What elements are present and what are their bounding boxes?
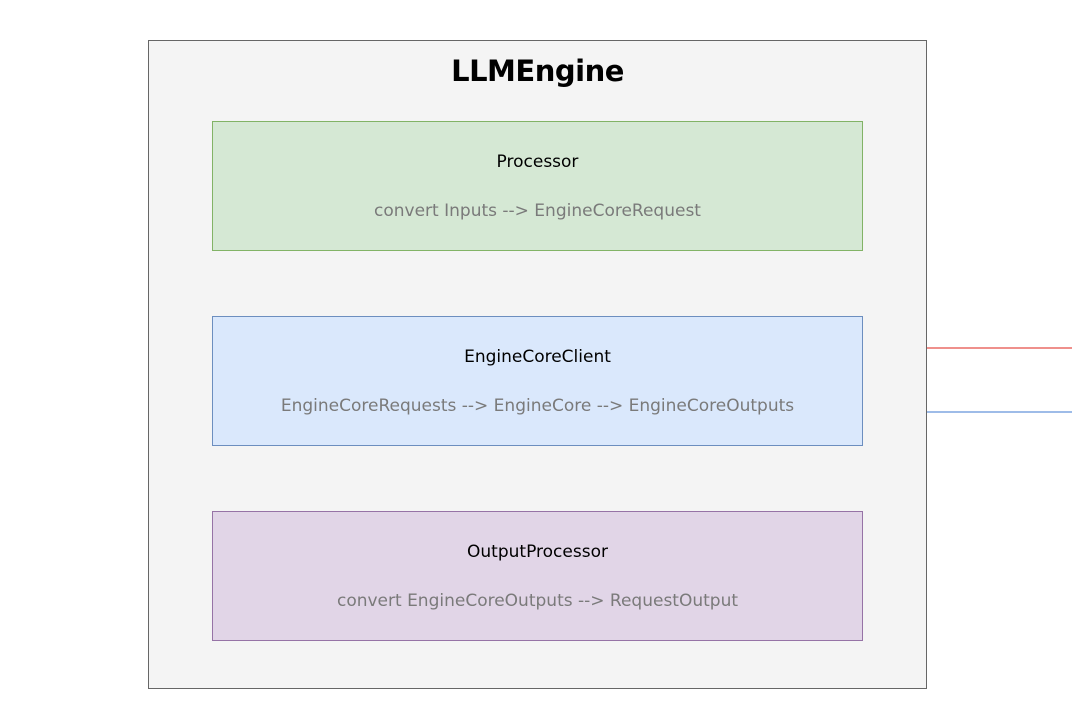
output-processor-title: OutputProcessor — [467, 542, 608, 562]
llmengine-title: LLMEngine — [451, 54, 624, 88]
processor-description: convert Inputs --> EngineCoreRequest — [374, 201, 701, 221]
engine-core-client-description: EngineCoreRequests --> EngineCore --> En… — [280, 396, 795, 416]
processor-title: Processor — [496, 152, 579, 172]
processor-box[interactable]: Processor convert Inputs --> EngineCoreR… — [212, 121, 863, 251]
output-processor-box[interactable]: OutputProcessor convert EngineCoreOutput… — [212, 511, 863, 641]
output-processor-description: convert EngineCoreOutputs --> RequestOut… — [336, 591, 739, 611]
engine-core-client-box[interactable]: EngineCoreClient EngineCoreRequests --> … — [212, 316, 863, 446]
engine-core-client-title: EngineCoreClient — [464, 347, 611, 367]
